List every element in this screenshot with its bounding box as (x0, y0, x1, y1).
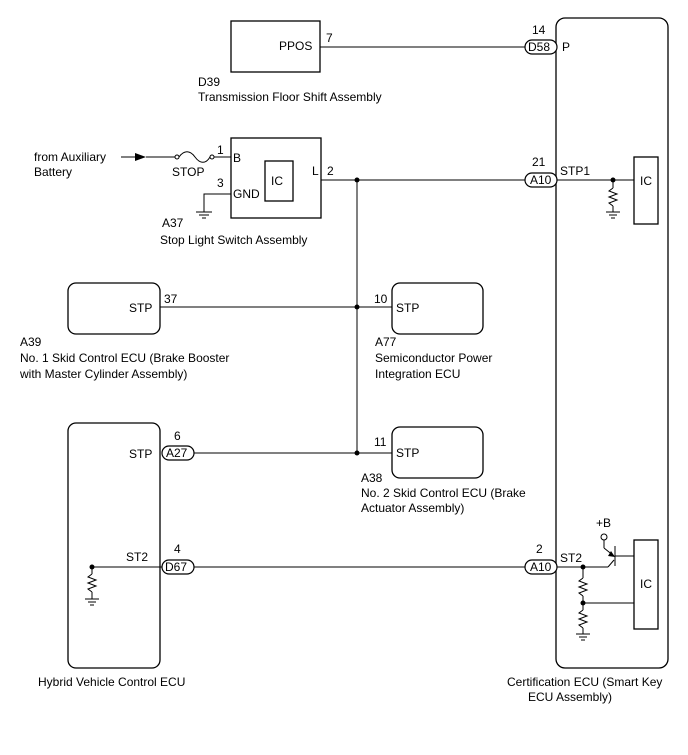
transistor-arrow-icon (608, 551, 615, 557)
cert-ecu-st2-label: ST2 (560, 551, 582, 565)
hv-ecu-stp-label: STP (129, 447, 152, 461)
connector-a10-stp1-pin: 21 (532, 155, 546, 169)
st2-ground-icon (576, 633, 590, 641)
certification-ecu-name-line1: Certification ECU (Smart Key (507, 675, 662, 689)
a39-box (67, 282, 161, 335)
hv-ecu-box (67, 422, 161, 669)
transistor-collector (607, 559, 615, 568)
st2-resistor1-icon (577, 577, 589, 597)
a39-code: A39 (20, 335, 42, 349)
a38-label: STP (396, 446, 419, 460)
cert-ecu-p-label: P (562, 40, 570, 54)
d39-name: Transmission Floor Shift Assembly (198, 90, 382, 104)
hv-resistor-icon (86, 573, 98, 593)
junction-a39 (354, 304, 360, 310)
a77-box (391, 282, 484, 335)
a38-pin: 11 (374, 435, 387, 449)
a39-name-line2: with Master Cylinder Assembly) (19, 367, 187, 381)
connector-d58-pin: 14 (532, 23, 546, 37)
cert-ecu-ic-top: IC (640, 174, 652, 188)
cert-ecu-ic-top-box (633, 156, 659, 225)
a37-ground-icon (196, 211, 212, 219)
junction-a38 (354, 450, 360, 456)
d39-pin: 7 (326, 31, 333, 45)
a38-name-line1: No. 2 Skid Control ECU (Brake (361, 486, 526, 500)
a37-ic: IC (271, 174, 283, 188)
connector-a10-st2-pin: 2 (536, 542, 543, 556)
hv-ecu-name: Hybrid Vehicle Control ECU (38, 675, 185, 689)
hv-ecu-st2-label: ST2 (126, 550, 148, 564)
a38-name-line2: Actuator Assembly) (361, 501, 464, 515)
connector-d58 (524, 39, 558, 55)
a37-name: Stop Light Switch Assembly (160, 233, 307, 247)
a39-pin: 37 (164, 292, 178, 306)
fuse-label: STOP (172, 165, 204, 179)
a77-code: A77 (375, 335, 397, 349)
a38-code: A38 (361, 471, 383, 485)
a39-name-line1: No. 1 Skid Control ECU (Brake Booster (20, 351, 229, 365)
st2-resistor2-icon (577, 609, 589, 629)
connector-a10-st2-code: A10 (530, 560, 552, 574)
a37-pin-l: 2 (327, 164, 334, 178)
a37-ic-box (264, 160, 294, 202)
stp1-resistor-icon (607, 187, 619, 207)
connector-d67-code: D67 (165, 560, 187, 574)
a37-ground-wire (203, 193, 231, 212)
a37-pin-b: 1 (217, 143, 224, 157)
a39-label: STP (129, 301, 152, 315)
connector-a10-stp1-code: A10 (530, 173, 552, 187)
d39-box (230, 20, 321, 73)
d39-terminal-label: PPOS (279, 39, 312, 53)
a37-label-gnd: GND (233, 187, 260, 201)
stp1-ground-icon (606, 211, 620, 219)
fuse-right-terminal (209, 154, 215, 160)
hv-ecu-st2-pin: 4 (174, 542, 181, 556)
a37-pin-gnd: 3 (217, 176, 224, 190)
plus-b-terminal-icon (600, 533, 608, 541)
cert-ecu-plus-b: +B (596, 516, 611, 530)
hv-ecu-stp-pin: 6 (174, 429, 181, 443)
connector-a27-code: A27 (166, 446, 188, 460)
hv-ground-icon (85, 598, 99, 606)
fuse-icon (178, 151, 211, 163)
a77-label: STP (396, 301, 419, 315)
cert-ecu-stp1-label: STP1 (560, 164, 590, 178)
aux-line1: from Auxiliary (34, 150, 106, 164)
a37-code: A37 (162, 216, 184, 230)
d39-code: D39 (198, 75, 220, 89)
aux-arrow-icon (135, 153, 146, 161)
aux-line2: Battery (34, 165, 72, 179)
connector-d58-code: D58 (528, 40, 550, 54)
fuse-left-terminal (174, 154, 180, 160)
a77-name-line1: Semiconductor Power (375, 351, 492, 365)
certification-ecu-name-line2: ECU Assembly) (528, 690, 612, 704)
a37-label-b: B (233, 151, 241, 165)
a37-label-l: L (312, 164, 319, 178)
cert-ecu-ic-bottom-box (633, 539, 659, 630)
cert-ecu-ic-bottom: IC (640, 577, 652, 591)
a77-pin: 10 (374, 292, 388, 306)
a77-name-line2: Integration ECU (375, 367, 460, 381)
